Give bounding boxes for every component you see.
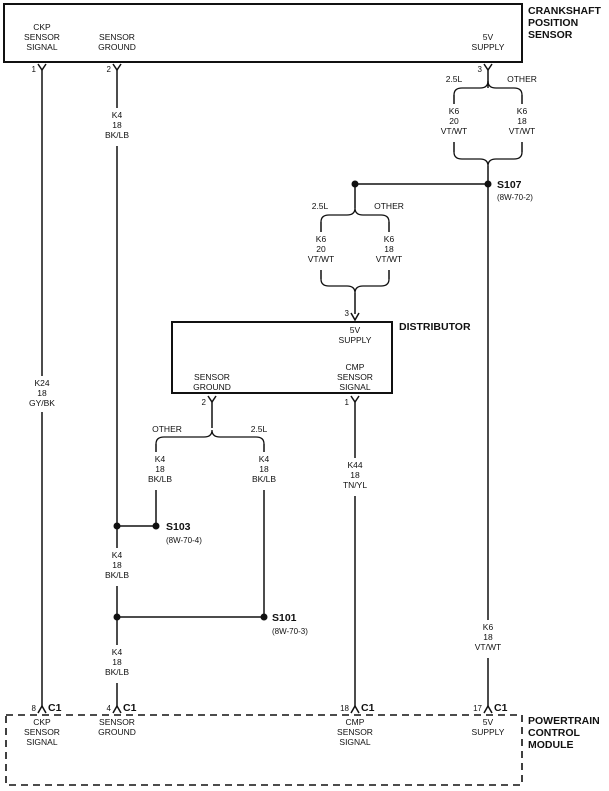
ckp-supply-bracket-top [453, 80, 523, 96]
pcm-c1-label-pin8: C1 [48, 702, 62, 714]
splice-s103-ref: (8W-70-4) [166, 536, 202, 545]
ckp-pin3-terminal [483, 63, 493, 72]
ckp-supply-branch-other: OTHER [507, 74, 537, 84]
ckp-supply-bracket-bottom [453, 151, 523, 167]
splice-s107-ref: (8W-70-2) [497, 193, 533, 202]
dist-pin3-number: 3 [345, 309, 350, 318]
dist-pin2-number: 2 [202, 398, 207, 407]
dist-pin1-number: 1 [345, 398, 350, 407]
dist-ground-branch-25l: 2.5L [251, 424, 268, 434]
pcm-pin18-terminal [350, 704, 360, 714]
pcm-pin17-number: 17 [473, 704, 482, 713]
splice-s103-name: S103 [166, 521, 191, 533]
pcm-pin8-number: 8 [32, 704, 37, 713]
pcm-c1-label-pin17: C1 [494, 702, 508, 714]
pcm-c1-label-pin4: C1 [123, 702, 137, 714]
dist-pin1-terminal [350, 395, 360, 404]
dist-pin3-terminal [350, 312, 360, 322]
dist-supply-branch-25l: 2.5L [312, 201, 329, 211]
ckp-sensor-box [3, 3, 523, 63]
splice-s101-ref: (8W-70-3) [272, 627, 308, 636]
ckp-pin1-terminal [37, 63, 47, 72]
ckp-supply-branch-25l: 2.5L [446, 74, 463, 84]
splice-s101-name: S101 [272, 612, 297, 624]
dist-supply-branch-other: OTHER [374, 201, 404, 211]
pcm-pin18-number: 18 [340, 704, 349, 713]
distributor-box [171, 321, 393, 394]
ckp-pin3-number: 3 [478, 65, 483, 74]
dist-pin2-terminal [207, 395, 217, 404]
dist-ground-branch-other: OTHER [152, 424, 182, 434]
dist-ground-bracket [155, 429, 265, 445]
pcm-box [5, 714, 523, 786]
pcm-pin8-terminal [37, 704, 47, 714]
distributor-title: DISTRIBUTOR [399, 321, 471, 333]
splice-s107-name: S107 [497, 179, 522, 191]
ckp-pin1-number: 1 [32, 65, 37, 74]
ckp-pin2-number: 2 [107, 65, 112, 74]
ckp-pin2-terminal [112, 63, 122, 72]
pcm-pin4-terminal [112, 704, 122, 714]
pcm-pin17-terminal [483, 704, 493, 714]
pcm-c1-label-pin18: C1 [361, 702, 375, 714]
dist-supply-bracket-bottom [320, 278, 390, 294]
pcm-pin4-number: 4 [107, 704, 112, 713]
